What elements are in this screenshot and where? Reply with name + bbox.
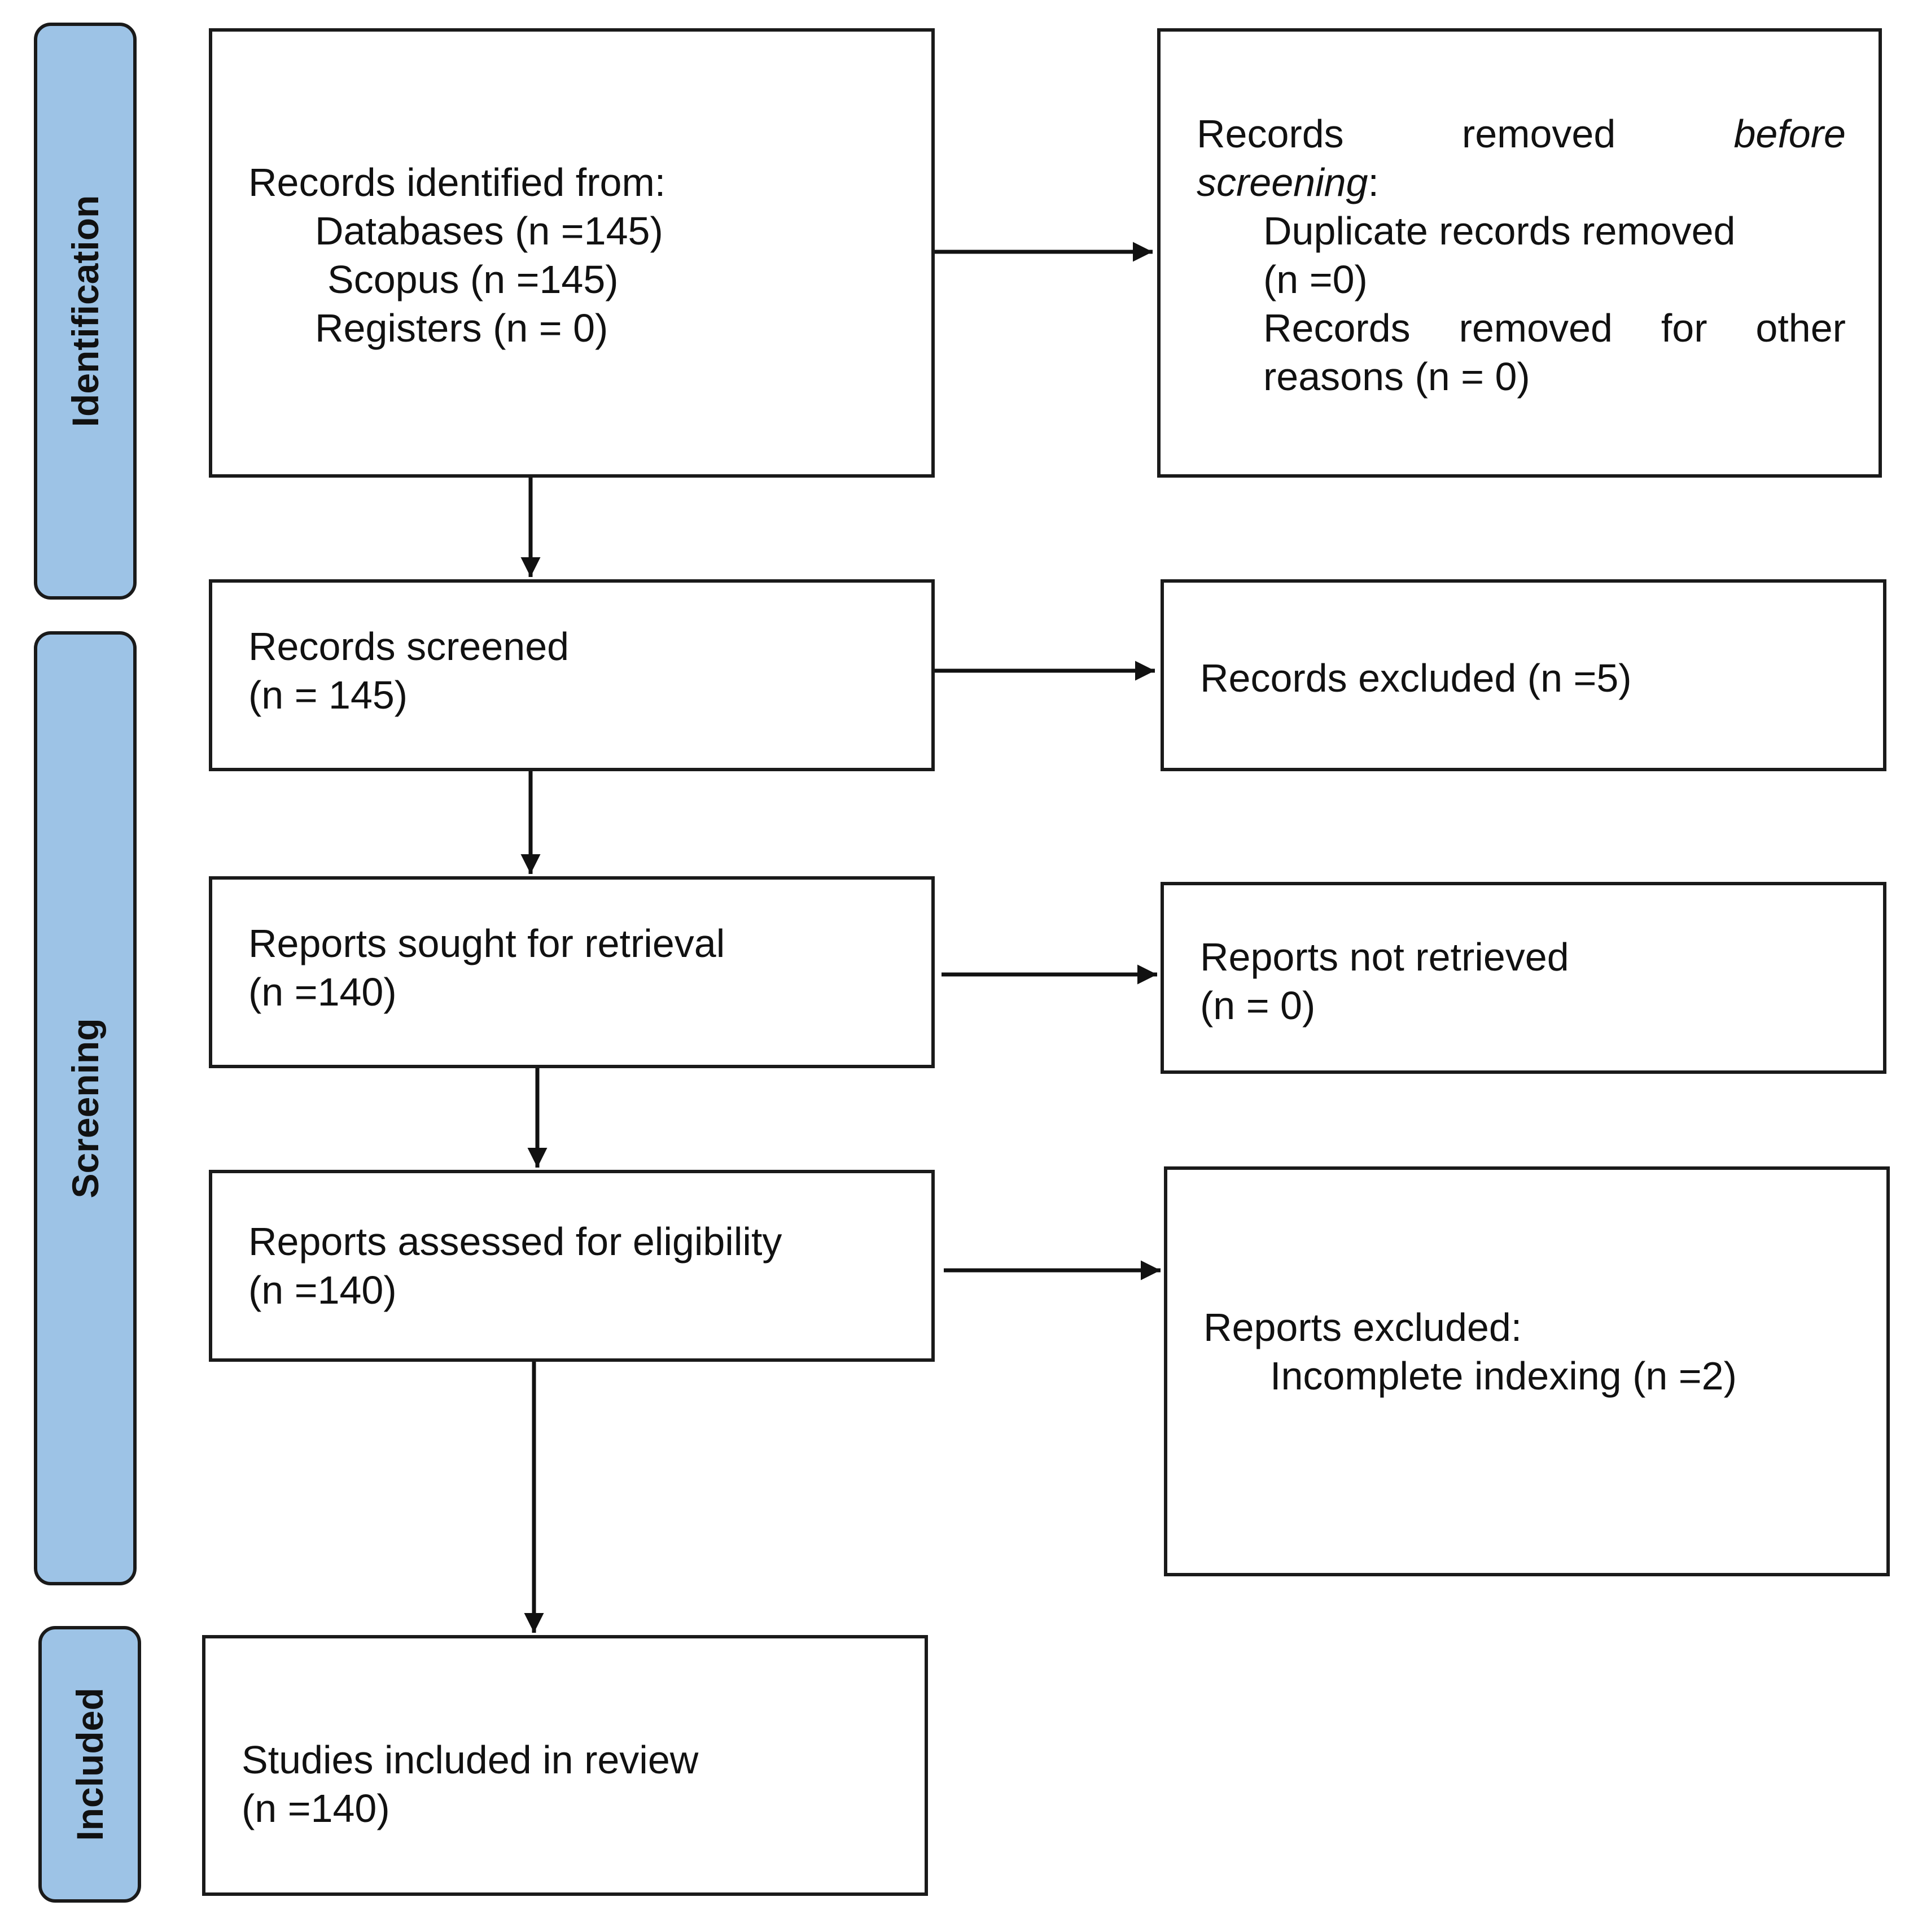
stage-included: Included — [38, 1626, 141, 1903]
other-reasons-line2: reasons (n = 0) — [1263, 355, 1530, 399]
reports-not-retrieved-box: Reports not retrieved (n = 0) — [1161, 882, 1886, 1074]
records-identified-box: Records identified from: Databases (n =1… — [209, 28, 935, 478]
reports-excluded-heading: Reports excluded: — [1203, 1305, 1522, 1349]
stage-included-label: Included — [69, 1688, 111, 1841]
registers-count: Registers (n = 0) — [315, 306, 608, 350]
records-removed-word-1: Records — [1197, 112, 1344, 156]
reports-excluded-box: Reports excluded: Incomplete indexing (n… — [1164, 1166, 1890, 1576]
other-reasons-word-3: for — [1661, 306, 1707, 350]
scopus-count: Scopus (n =145) — [327, 257, 619, 301]
stage-screening: Screening — [34, 631, 137, 1585]
duplicate-records-count: (n =0) — [1263, 257, 1368, 301]
other-reasons-word-4: other — [1755, 306, 1846, 350]
duplicate-records-removed: Duplicate records removed — [1263, 209, 1736, 253]
studies-included-label: Studies included in review — [242, 1738, 699, 1782]
records-removed-word-2: removed — [1461, 112, 1616, 156]
reports-not-retrieved-label: Reports not retrieved — [1200, 935, 1569, 979]
studies-included-count: (n =140) — [242, 1786, 390, 1830]
records-screened-label: Records screened — [248, 624, 570, 668]
studies-included-box: Studies included in review (n =140) — [202, 1635, 928, 1896]
records-excluded-box: Records excluded (n =5) — [1161, 579, 1886, 771]
records-removed-box: Records removed before screening: Duplic… — [1157, 28, 1882, 478]
other-reasons-word-1: Records — [1263, 306, 1411, 350]
records-identified-heading: Records identified from: — [248, 160, 666, 204]
stage-identification-label: Identification — [64, 195, 106, 427]
reports-excluded-reason: Incomplete indexing (n =2) — [1270, 1354, 1737, 1398]
other-reasons-line1: Records removed for other — [1263, 304, 1846, 352]
records-screened-count: (n = 145) — [248, 673, 408, 717]
records-screened-box: Records screened (n = 145) — [209, 579, 935, 771]
reports-sought-label: Reports sought for retrieval — [248, 921, 725, 965]
databases-count: Databases (n =145) — [315, 209, 663, 253]
reports-not-retrieved-count: (n = 0) — [1200, 984, 1316, 1028]
reports-assessed-box: Reports assessed for eligibility (n =140… — [209, 1170, 935, 1362]
records-removed-word-4: screening — [1197, 160, 1368, 204]
stage-screening-label: Screening — [64, 1018, 106, 1199]
reports-sought-box: Reports sought for retrieval (n =140) — [209, 876, 935, 1068]
reports-assessed-label: Reports assessed for eligibility — [248, 1219, 782, 1264]
reports-assessed-count: (n =140) — [248, 1268, 397, 1312]
other-reasons-word-2: removed — [1459, 306, 1613, 350]
reports-sought-count: (n =140) — [248, 970, 397, 1014]
records-removed-word-3: before — [1733, 112, 1846, 156]
records-removed-colon: : — [1368, 160, 1379, 204]
records-removed-heading-line2: screening: — [1197, 158, 1379, 207]
stage-identification: Identification — [34, 23, 137, 600]
records-removed-heading-line1: Records removed before — [1197, 110, 1846, 158]
records-excluded-label: Records excluded (n =5) — [1200, 656, 1632, 700]
